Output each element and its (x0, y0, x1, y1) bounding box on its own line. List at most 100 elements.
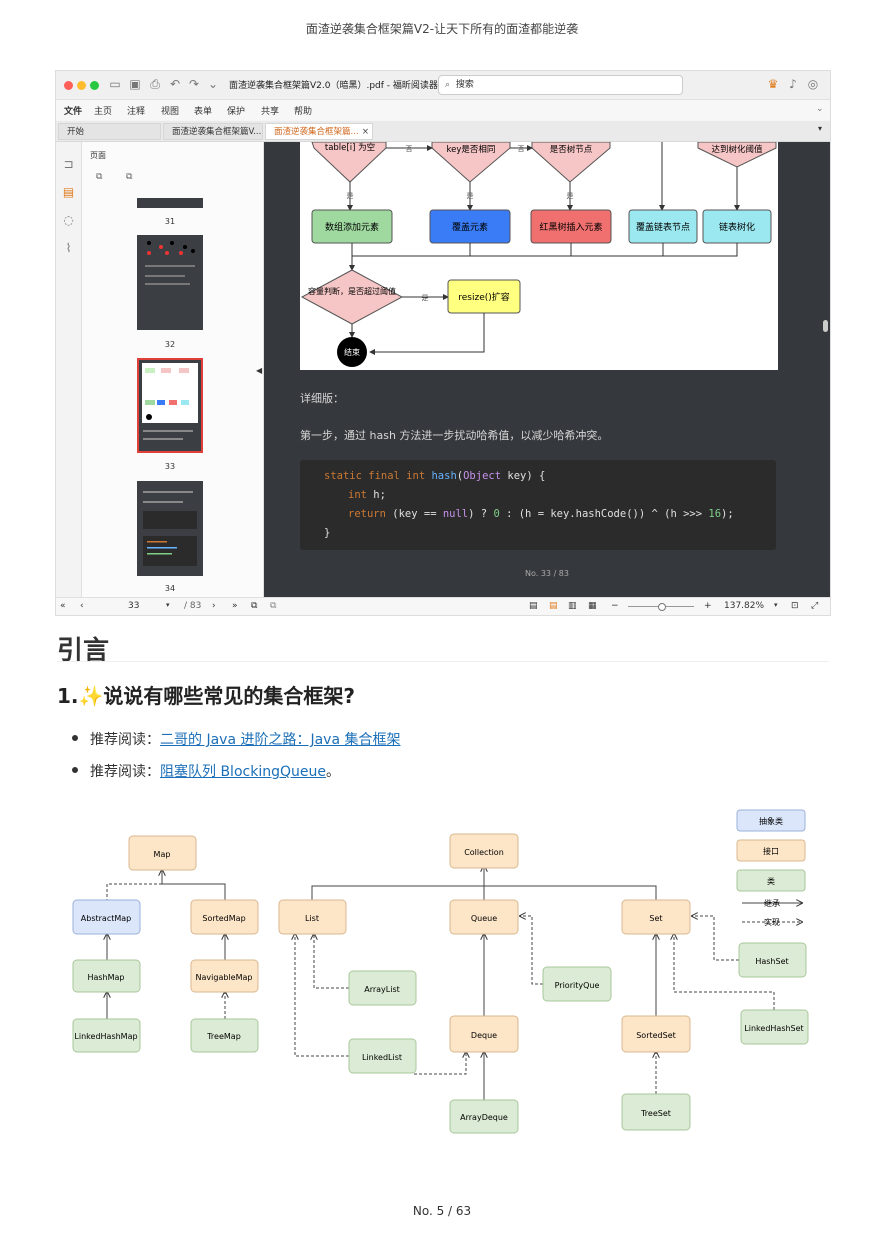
node-hashmap (72, 959, 141, 993)
node-linkedlist-label: LinkedList (362, 1053, 402, 1062)
link-java-collections[interactable]: 二哥的 Java 进阶之路：Java 集合框架 (160, 732, 401, 748)
zoom-out-button[interactable]: − (611, 601, 619, 611)
thumbnail-page-31[interactable] (137, 198, 203, 208)
zoom-in-button[interactable]: + (704, 601, 712, 611)
edge-yes-2: 是 (467, 192, 474, 200)
tab-start[interactable]: 开始 (58, 123, 161, 140)
menu-home[interactable]: 主页 (94, 107, 113, 117)
question-heading: 1.✨说说有哪些常见的集合框架? (57, 680, 355, 709)
menu-help[interactable]: 帮助 (294, 107, 313, 117)
minimize-window-button[interactable] (77, 81, 86, 90)
flowchart-canvas: table[i] 为空 key是否相同 是否树节点 达到树化阈值 否 否 是 是… (300, 141, 778, 370)
menu-comment[interactable]: 注释 (127, 107, 146, 117)
comments-icon[interactable]: ◌ (63, 213, 74, 227)
bell-icon[interactable]: ♪ (789, 77, 797, 91)
crown-icon[interactable]: ♛ (767, 77, 779, 91)
maximize-window-button[interactable] (90, 81, 99, 90)
undo-icon[interactable]: ↶ (169, 77, 181, 91)
attachment-icon[interactable]: ⌇ (65, 241, 72, 255)
zoom-dropdown-icon[interactable]: ▾ (774, 601, 778, 609)
link-blocking-queue[interactable]: 阻塞队列 BlockingQueue (160, 764, 326, 780)
panel-title: 页面 (90, 151, 106, 160)
tab-document-2-label: 面渣逆袭集合框架篇... (274, 127, 359, 137)
close-tab-icon[interactable]: × (361, 127, 369, 137)
page-dropdown-icon[interactable]: ▾ (166, 601, 170, 609)
page-total: / 83 (184, 601, 202, 611)
document-viewer: table[i] 为空 key是否相同 是否树节点 达到树化阈值 否 否 是 是… (264, 141, 830, 597)
menu-protect[interactable]: 保护 (227, 107, 246, 117)
tab-document-1[interactable]: 面渣逆袭集合框架篇V... (163, 123, 263, 140)
thumbnail-options-icon[interactable]: ⧉ (96, 172, 103, 182)
fullscreen-icon[interactable]: ⤢ (811, 601, 819, 611)
bullet-dot (72, 735, 78, 741)
collapse-ribbon-chevron-icon[interactable]: ⌄ (816, 104, 824, 114)
menu-form[interactable]: 表单 (194, 107, 213, 117)
zoom-level[interactable]: 137.82% (724, 601, 765, 611)
redo-icon[interactable]: ↷ (188, 77, 200, 91)
open-folder-icon[interactable]: ▭ (109, 77, 121, 91)
zoom-slider[interactable] (628, 603, 694, 611)
tab-document-2[interactable]: 面渣逆袭集合框架篇... × (265, 123, 373, 140)
node-linkedhashset (740, 1009, 809, 1045)
layout-single-icon[interactable]: ▤ (529, 601, 538, 611)
thumbnail-page-31-number: 31 (164, 217, 176, 226)
print-icon[interactable]: ⎙ (150, 77, 160, 91)
thumbnail-page-34-content (143, 491, 197, 566)
page-number-input[interactable]: 33 (128, 601, 140, 611)
title-bar: ▭ ▣ ⎙ ↶ ↷ ⌄ 面渣逆袭集合框架篇V2.0（暗黑）.pdf - 福昕阅读… (56, 71, 830, 100)
collapse-panel-arrow-icon[interactable]: ◀ (256, 366, 263, 375)
end-node-label: 结束 (344, 347, 360, 357)
search-placeholder: 搜索 (455, 80, 474, 90)
customize-chevron-icon[interactable]: ⌄ (207, 77, 219, 91)
menu-share[interactable]: 共享 (261, 107, 280, 117)
document-footer: No. 5 / 63 (412, 1204, 472, 1218)
legend-implements-label: 实现 (764, 917, 780, 927)
first-page-icon[interactable]: « (60, 601, 66, 611)
next-page-icon[interactable]: › (212, 601, 216, 611)
thumbnail-page-33-selected[interactable] (137, 358, 203, 453)
hashmap-put-flowchart: table[i] 为空 key是否相同 是否树节点 达到树化阈值 否 否 是 是… (300, 141, 777, 367)
fit-page-icon[interactable]: ⊡ (791, 601, 799, 611)
legend-abstract-swatch (736, 809, 806, 832)
zoom-slider-handle[interactable] (658, 603, 666, 611)
search-input[interactable]: ⌕ 搜索 (438, 75, 683, 95)
tab-start-label: 开始 (67, 127, 85, 137)
layout-facing-icon[interactable]: ▥ (568, 601, 577, 611)
node-hashset-label: HashSet (755, 957, 788, 966)
close-window-button[interactable] (64, 81, 73, 90)
thumbnail-page-34-number: 34 (164, 584, 176, 593)
tab-bar: 开始 面渣逆袭集合框架篇V... 面渣逆袭集合框架篇... × ▾ (56, 121, 830, 142)
code-line-3: return (key == null) ? 0 : (h = key.hash… (348, 508, 734, 520)
decision-capacity-label: 容量判断，是否超过阈值 (308, 286, 396, 296)
thumbnail-page-34[interactable] (137, 481, 203, 576)
node-linkedhashmap-label: LinkedHashMap (74, 1032, 137, 1041)
box-array-add-label: 数组添加元素 (325, 221, 379, 233)
node-treeset-label: TreeSet (640, 1109, 671, 1118)
layout-continuous-icon[interactable]: ▤ (549, 601, 558, 611)
pages-icon[interactable]: ▤ (62, 185, 75, 199)
tab-list-dropdown-icon[interactable]: ▾ (818, 124, 823, 133)
thumbnail-extract-icon[interactable]: ⧉ (126, 172, 133, 182)
last-page-icon[interactable]: » (232, 601, 238, 611)
code-block: static final int hash(Object key) { int … (300, 460, 776, 550)
account-icon[interactable]: ◎ (807, 77, 819, 91)
list-item: 推荐阅读：二哥的 Java 进阶之路：Java 集合框架 (72, 729, 401, 749)
layout-cover-icon[interactable]: ▦ (588, 601, 597, 611)
single-page-view-icon[interactable]: ⧉ (251, 601, 258, 611)
thumbnail-page-32[interactable] (137, 235, 203, 330)
node-hashset (738, 942, 807, 978)
node-linkedhashmap (72, 1018, 141, 1053)
menu-file[interactable]: 文件 (64, 107, 83, 117)
collection-framework-diagram: Map AbstractMap SortedMap HashMap Naviga… (72, 809, 809, 1134)
prev-page-icon[interactable]: ‹ (80, 601, 84, 611)
bookmark-icon[interactable]: ⊐ (63, 157, 74, 171)
pdf-reader-screenshot: ▭ ▣ ⎙ ↶ ↷ ⌄ 面渣逆袭集合框架篇V2.0（暗黑）.pdf - 福昕阅读… (55, 70, 831, 616)
save-icon[interactable]: ▣ (129, 77, 141, 91)
vertical-scrollbar[interactable] (823, 320, 828, 332)
continuous-view-icon[interactable]: ⧉ (270, 601, 277, 611)
left-icon-rail: ⊐ ▤ ◌ ⌇ (56, 142, 82, 597)
node-map-label: Map (154, 850, 171, 859)
menu-view[interactable]: 视图 (161, 107, 180, 117)
bullet-suffix: 。 (325, 764, 340, 780)
node-collection-label: Collection (464, 848, 504, 857)
